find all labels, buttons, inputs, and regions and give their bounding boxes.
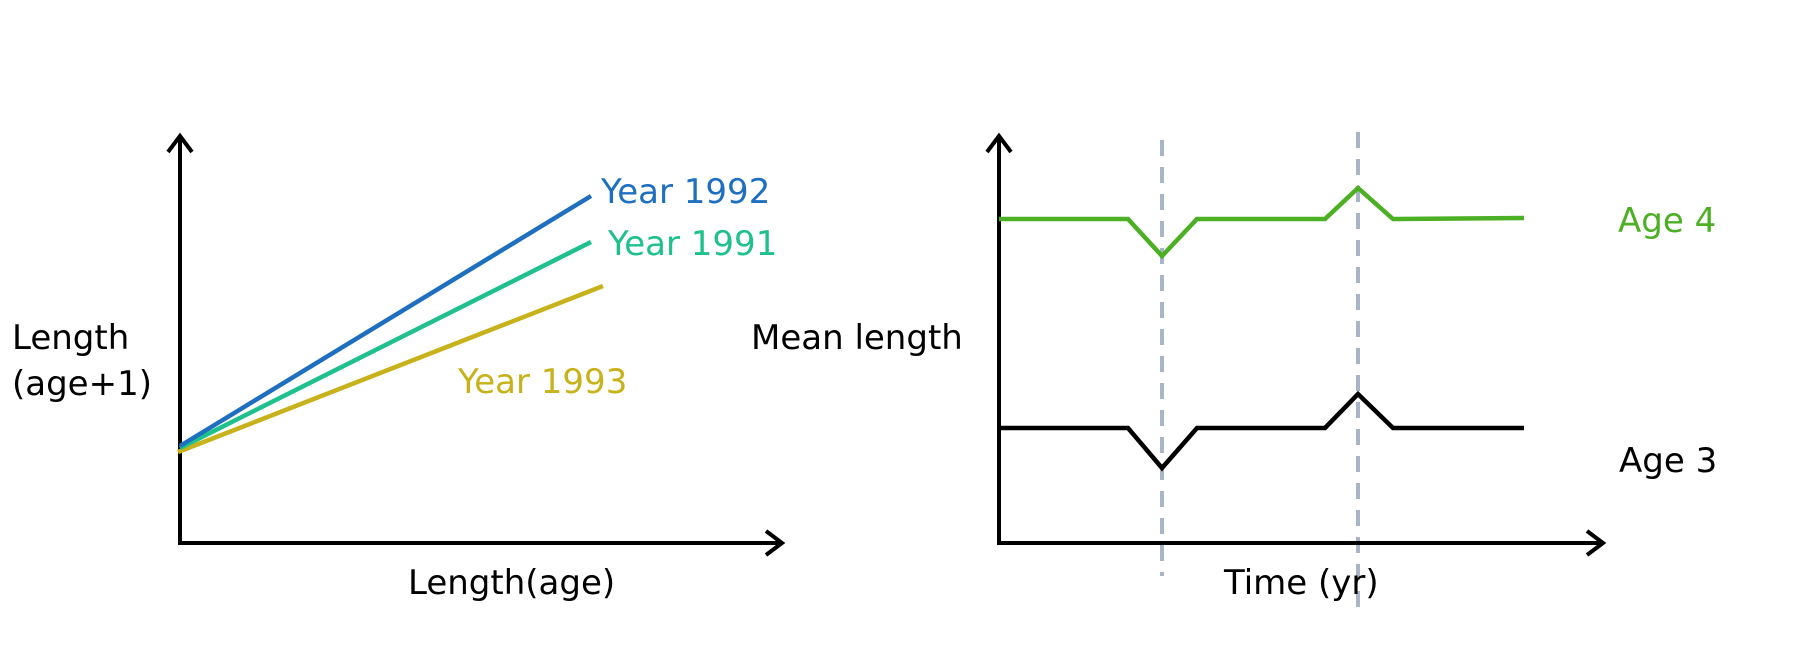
line-year-1993 <box>177 283 604 455</box>
right-x-label: Time (yr) <box>1223 563 1379 603</box>
left-x-arrowhead <box>764 529 786 557</box>
series-label-age-3: Age 3 <box>1619 441 1717 481</box>
line-year-1992 <box>178 194 593 448</box>
right-y-arrowhead <box>985 132 1013 154</box>
series-label-year-1993: Year 1993 <box>457 362 627 402</box>
left-y-label-line-1: Length <box>12 318 129 358</box>
right-x-arrowhead <box>1585 529 1607 557</box>
line-year-1991 <box>178 239 593 451</box>
left-x-label: Length(age) <box>408 563 615 603</box>
series-label-year-1991: Year 1991 <box>607 224 777 264</box>
line-age-3 <box>999 390 1524 472</box>
left-y-arrowhead <box>166 132 194 154</box>
left-y-label-line-2: (age+1) <box>12 364 152 404</box>
left-panel: Year 1992 Year 1991 Year 1993 Length (ag… <box>12 132 786 603</box>
series-label-year-1992: Year 1992 <box>600 172 770 212</box>
line-age-4 <box>999 184 1525 260</box>
series-label-age-4: Age 4 <box>1618 201 1716 241</box>
right-panel: Age 4 Age 3 Mean length Time (yr) <box>751 132 1717 612</box>
right-y-label: Mean length <box>751 318 963 358</box>
